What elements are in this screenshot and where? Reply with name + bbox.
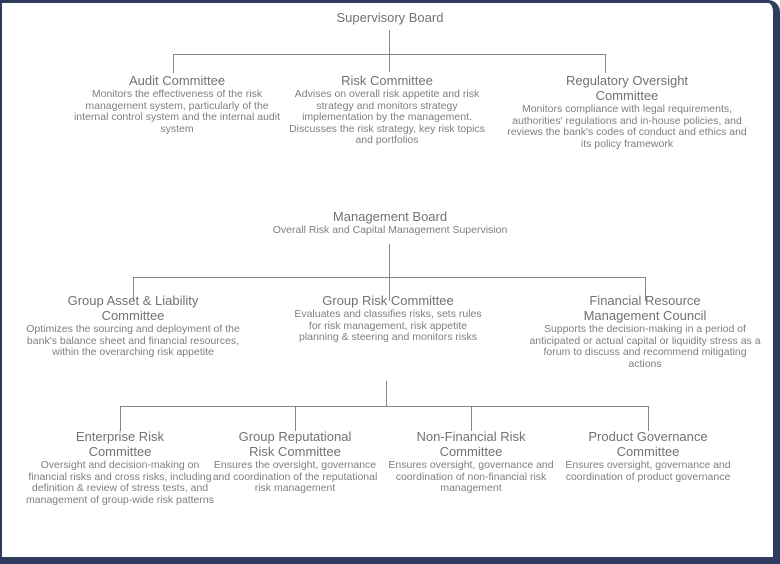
node-title: Audit Committee	[128, 73, 226, 88]
node-group-risk-committee: Group Risk Committee Evaluates and class…	[288, 293, 488, 344]
connector-line	[120, 406, 121, 431]
node-title: Financial Resource Management Council	[583, 293, 707, 323]
connector-line	[648, 406, 649, 431]
node-title: Enterprise Risk Committee	[75, 429, 165, 459]
node-supervisory-board: Supervisory Board	[240, 10, 540, 25]
node-description: Optimizes the sourcing and deployment of…	[26, 323, 240, 358]
connector-line	[295, 406, 296, 431]
node-enterprise-risk-committee: Enterprise Risk Committee Oversight and …	[25, 429, 215, 506]
node-title: Management Board	[332, 209, 448, 224]
node-title: Product Governance Committee	[588, 429, 708, 459]
connector-line	[133, 277, 134, 301]
node-description: Monitors the effectiveness of the risk m…	[73, 88, 281, 135]
node-title: Group Risk Committee	[322, 293, 454, 308]
node-title: Group Reputational Risk Committee	[238, 429, 352, 459]
node-description: Oversight and decision-making on financi…	[26, 459, 214, 506]
node-product-governance-committee: Product Governance Committee Ensures ove…	[558, 429, 738, 483]
node-description: Ensures oversight, governance and coordi…	[388, 459, 554, 494]
node-description: Supports the decision-making in a period…	[529, 323, 761, 370]
node-non-financial-risk-committee: Non-Financial Risk Committee Ensures ove…	[381, 429, 561, 495]
node-group-reputational-risk-committee: Group Reputational Risk Committee Ensure…	[205, 429, 385, 495]
connector-line	[120, 406, 649, 407]
node-regulatory-oversight-committee: Regulatory Oversight Committee Monitors …	[507, 73, 747, 150]
node-management-board: Management Board Overall Risk and Capita…	[240, 209, 540, 237]
node-title: Risk Committee	[341, 73, 433, 88]
node-group-asset-liability-committee: Group Asset & Liability Committee Optimi…	[18, 293, 248, 359]
connector-line	[389, 244, 390, 301]
connector-line	[605, 54, 606, 73]
node-audit-committee: Audit Committee Monitors the effectivene…	[65, 73, 289, 135]
node-description: Advises on overall risk appetite and ris…	[289, 88, 485, 146]
connector-line	[645, 277, 646, 301]
node-title: Non-Financial Risk Committee	[416, 429, 526, 459]
connector-line	[173, 54, 174, 73]
connector-line	[173, 54, 606, 55]
connector-line	[133, 277, 646, 278]
node-description: Monitors compliance with legal requireme…	[507, 103, 747, 150]
connector-line	[471, 406, 472, 431]
node-title: Supervisory Board	[336, 10, 444, 25]
connector-line	[389, 30, 390, 72]
node-title: Regulatory Oversight Committee	[565, 73, 689, 103]
node-description: Ensures the oversight, governance and co…	[212, 459, 378, 494]
node-description: Evaluates and classifies risks, sets rul…	[294, 308, 482, 343]
node-title: Group Asset & Liability Committee	[67, 293, 199, 323]
node-description: Ensures oversight, governance and coordi…	[565, 459, 731, 483]
node-financial-resource-management-council: Financial Resource Management Council Su…	[525, 293, 765, 370]
node-risk-committee: Risk Committee Advises on overall risk a…	[287, 73, 487, 147]
node-subtitle: Overall Risk and Capital Management Supe…	[272, 224, 508, 236]
connector-line	[386, 381, 387, 407]
